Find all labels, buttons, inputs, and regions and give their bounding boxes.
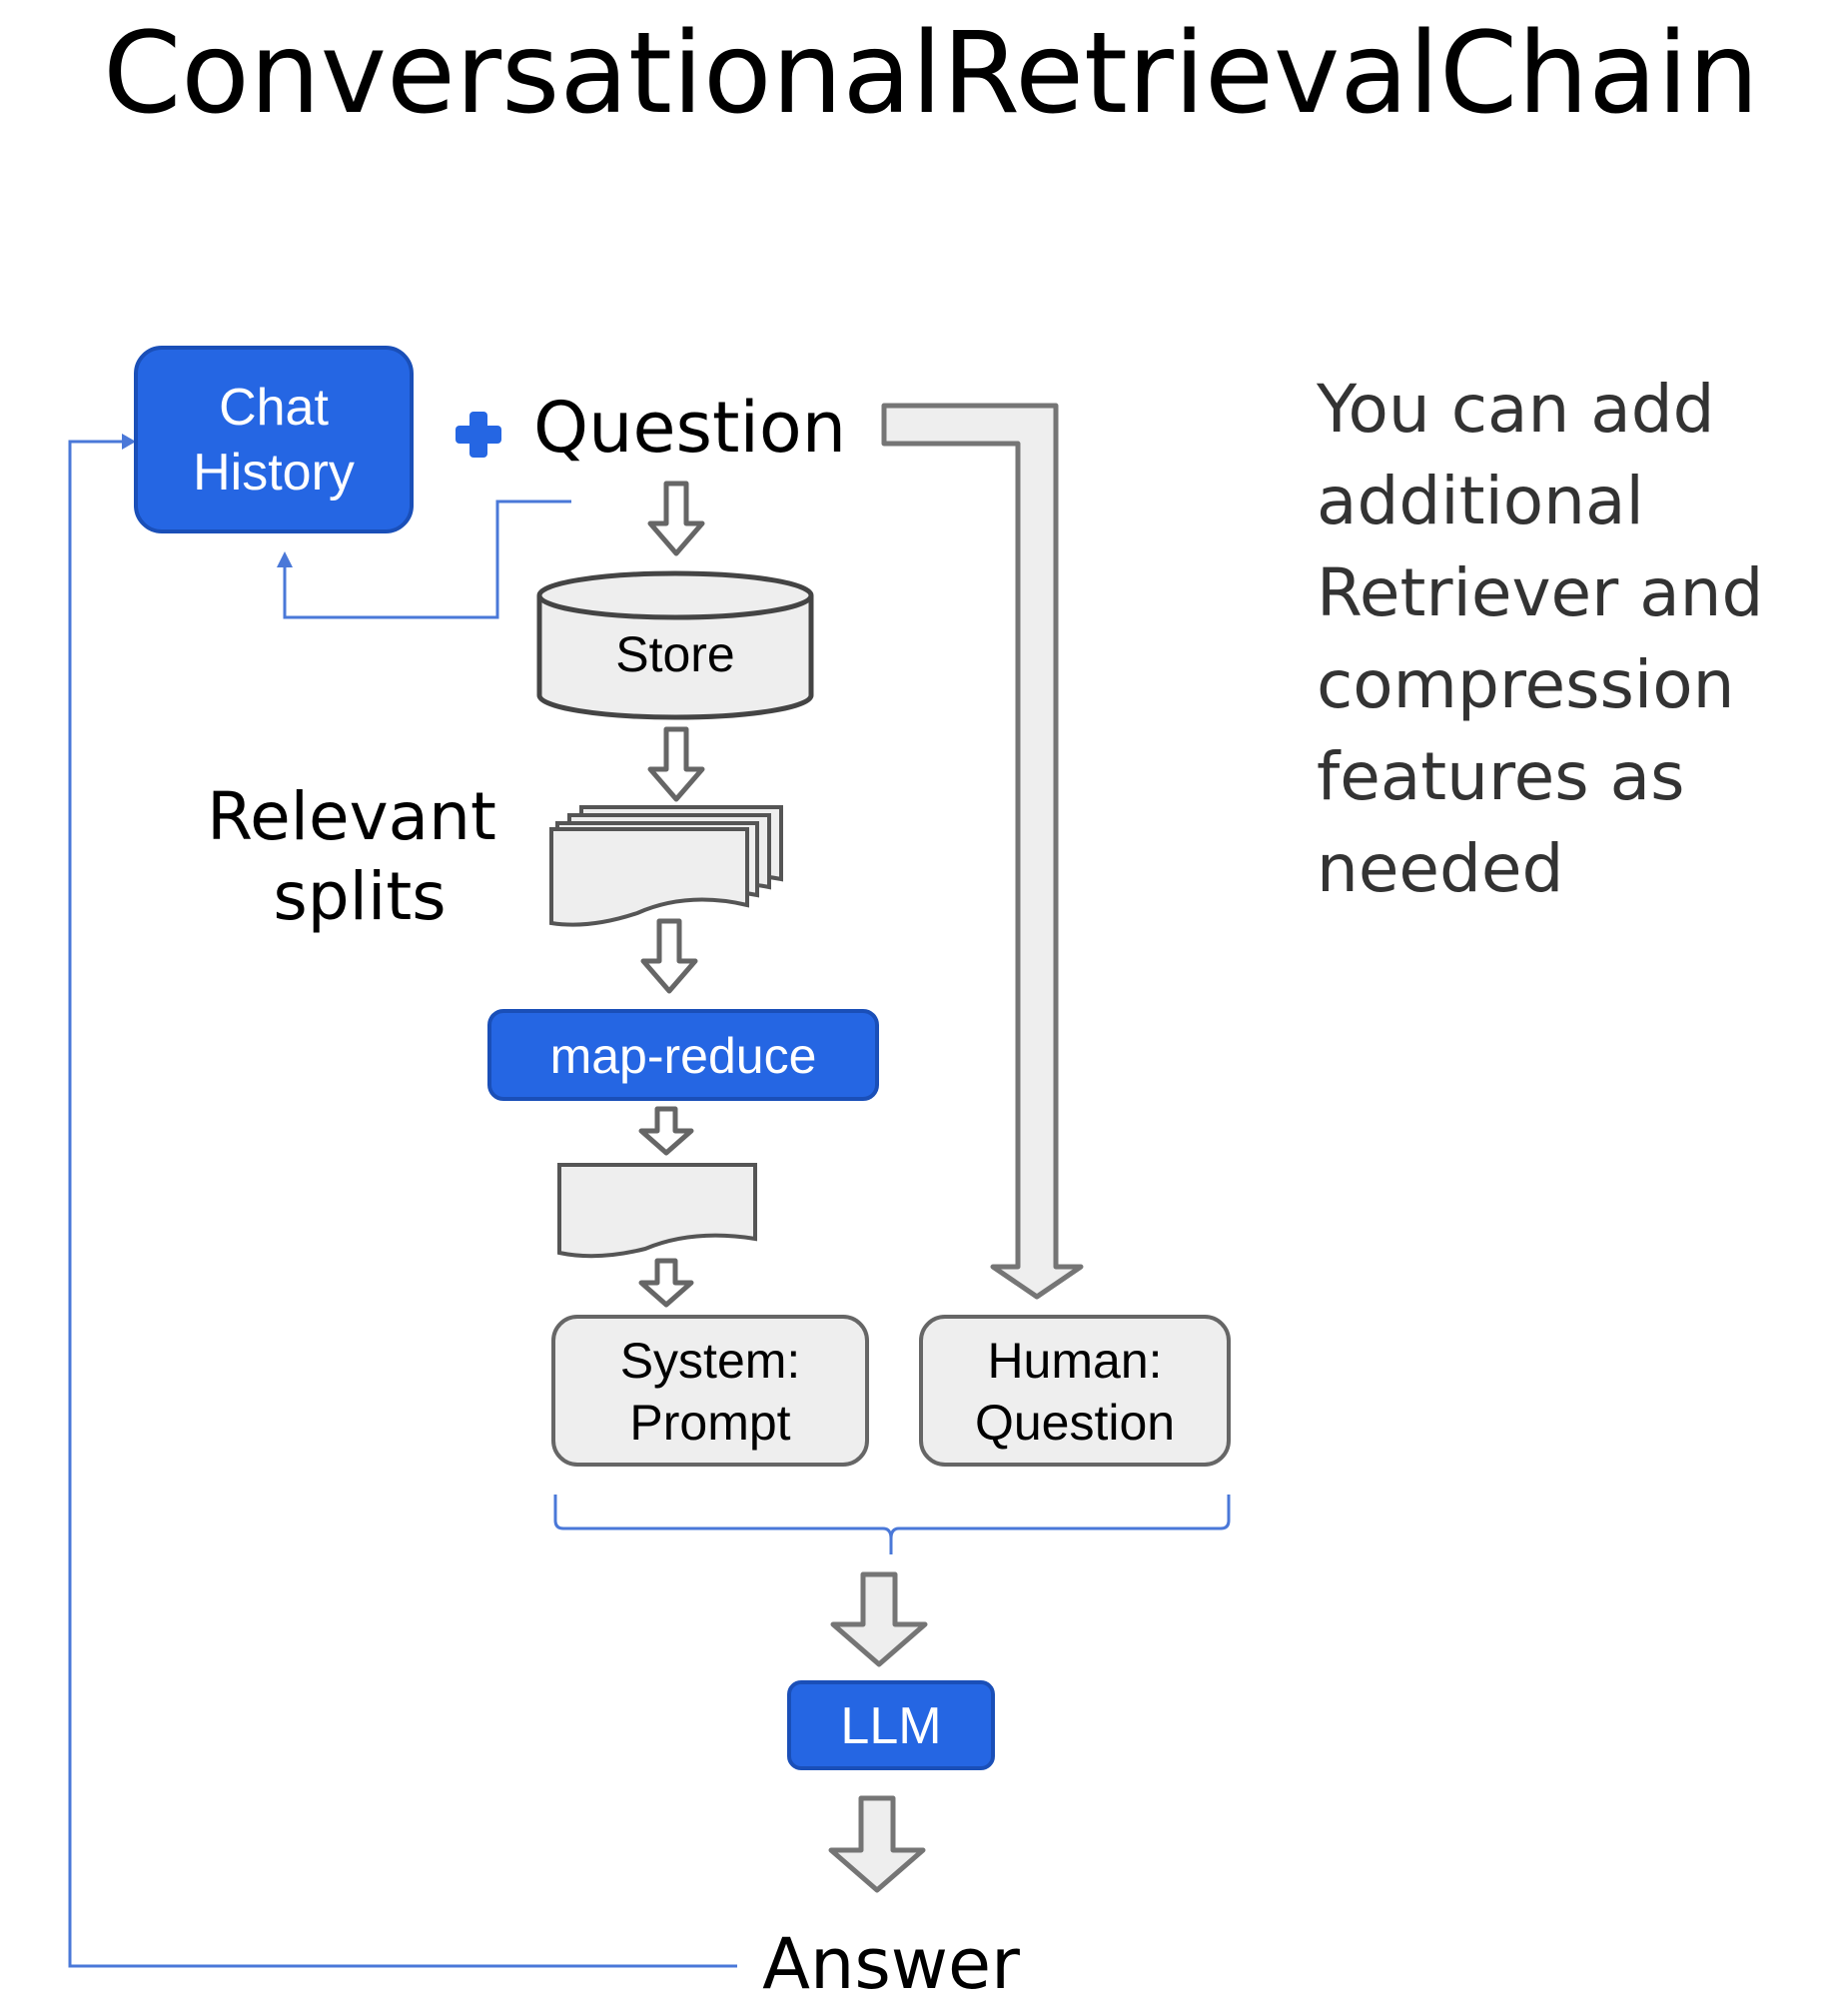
chat-history-box: Chat History bbox=[134, 346, 414, 533]
arrow-mapreduce-doc bbox=[638, 1106, 694, 1156]
chat-history-label-2: History bbox=[193, 444, 355, 502]
combine-brace bbox=[553, 1495, 1231, 1554]
store-label: Store bbox=[615, 626, 735, 682]
relevant-splits-label-1: Relevant bbox=[207, 778, 496, 855]
arrow-question-store bbox=[647, 481, 705, 556]
chat-history-label-1: Chat bbox=[219, 379, 329, 437]
llm-label: LLM bbox=[840, 1697, 941, 1755]
feedback-arrowhead bbox=[122, 434, 136, 450]
side-note-line-4: compression bbox=[1317, 646, 1734, 723]
feedback-line bbox=[68, 440, 737, 1968]
arrow-store-splits bbox=[647, 726, 705, 802]
map-reduce-box: map-reduce bbox=[487, 1009, 879, 1101]
arrow-llm-answer bbox=[828, 1795, 926, 1893]
side-note-line-3: Retriever and bbox=[1317, 554, 1763, 631]
side-note-line-6: needed bbox=[1317, 830, 1563, 907]
question-to-history-line bbox=[283, 500, 571, 619]
relevant-splits-docs-icon bbox=[549, 805, 783, 927]
side-note-line-1: You can add bbox=[1316, 371, 1715, 448]
side-note: You can add additional Retriever and com… bbox=[1316, 371, 1763, 907]
history-arrowhead bbox=[277, 551, 293, 567]
human-question-box: Human: Question bbox=[919, 1315, 1231, 1467]
store-cylinder: Store bbox=[536, 570, 814, 720]
side-note-line-2: additional bbox=[1317, 463, 1644, 539]
llm-box: LLM bbox=[787, 1680, 995, 1770]
arrow-doc-system bbox=[638, 1258, 694, 1308]
question-label: Question bbox=[533, 387, 846, 469]
system-prompt-label-2: Prompt bbox=[629, 1395, 790, 1451]
arrow-splits-mapreduce bbox=[640, 918, 698, 994]
summary-doc-icon bbox=[557, 1163, 757, 1259]
system-prompt-label-1: System: bbox=[620, 1333, 801, 1389]
system-prompt-box: System: Prompt bbox=[551, 1315, 869, 1467]
map-reduce-label: map-reduce bbox=[550, 1028, 817, 1084]
relevant-splits-label-2: splits bbox=[273, 858, 446, 935]
question-to-human-arrow bbox=[881, 403, 1084, 1300]
plus-icon bbox=[456, 412, 501, 458]
human-question-label-2: Question bbox=[975, 1395, 1175, 1451]
answer-label: Answer bbox=[762, 1923, 1020, 2005]
page-title: ConversationalRetrievalChain bbox=[103, 9, 1759, 139]
arrow-prompts-llm bbox=[830, 1571, 928, 1667]
human-question-label-1: Human: bbox=[987, 1333, 1162, 1389]
side-note-line-5: features as bbox=[1317, 738, 1684, 815]
